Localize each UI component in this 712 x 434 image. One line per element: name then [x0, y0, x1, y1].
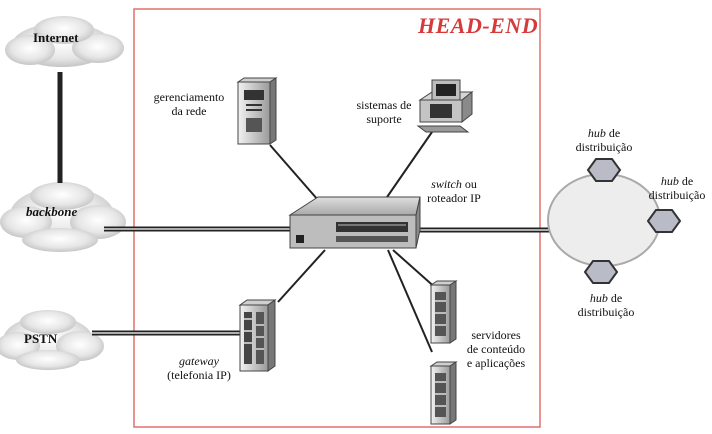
management-computer	[236, 77, 278, 145]
hub-right	[646, 209, 682, 233]
hub-top-label-line2: distribuição	[575, 140, 633, 154]
gateway-term: gateway	[179, 354, 219, 368]
hub-top-label: hub de distribuição	[568, 126, 640, 154]
hub-bottom-term: hub	[589, 291, 608, 305]
hub-bottom-label-line1: hub de	[570, 291, 642, 305]
switch-term: switch	[431, 177, 462, 191]
management-label-line1: gerenciamento	[153, 90, 225, 104]
switch-label-line2: roteador IP	[427, 191, 481, 205]
hub-bottom-label-line2: distribuição	[577, 305, 635, 319]
hub-bottom-label: hub de distribuição	[570, 291, 642, 319]
hub-right-label: hub de distribuição	[642, 174, 712, 202]
content-server-top	[429, 280, 458, 344]
servers-label-line1: servidores	[471, 328, 521, 342]
headend-boundary	[133, 8, 541, 428]
hub-top-term: hub	[587, 126, 606, 140]
switch-term-rest: ou	[461, 177, 477, 191]
switch-label-line1: switch ou	[412, 177, 496, 191]
switch-management-link	[269, 144, 319, 201]
pstn-cloud	[0, 310, 104, 370]
hub-right-label-line2: distribuição	[648, 188, 706, 202]
hub-right-label-line1: hub de	[642, 174, 712, 188]
switch-server2-link	[387, 249, 433, 353]
gateway-label: gateway (telefonia IP)	[158, 354, 240, 382]
hub-bottom	[583, 260, 619, 284]
support-label-line1: sistemas de	[356, 98, 412, 112]
backbone-label: backbone	[26, 204, 78, 219]
switch-gateway-link	[277, 249, 326, 303]
support-label-line2: suporte	[366, 112, 402, 126]
servers-label-line3: e aplicações	[466, 356, 526, 370]
switch-device	[288, 196, 421, 249]
switch-label: switch ou roteador IP	[412, 177, 496, 205]
support-workstation	[416, 79, 474, 133]
management-label-line2: da rede	[171, 104, 207, 118]
hub-top-suffix: de	[605, 126, 621, 140]
hub-top	[586, 158, 622, 182]
gateway-label-line2: (telefonia IP)	[167, 368, 231, 382]
hub-top-label-line1: hub de	[568, 126, 640, 140]
gateway-rack	[238, 299, 277, 372]
hub-right-suffix: de	[678, 174, 694, 188]
hub-bottom-suffix: de	[607, 291, 623, 305]
content-server-bottom	[429, 361, 458, 425]
pstn-label: PSTN	[24, 331, 58, 346]
support-label: sistemas de suporte	[346, 98, 422, 126]
switch-server1-link	[392, 249, 439, 291]
headend-title: HEAD-END	[418, 13, 539, 38]
management-label: gerenciamento da rede	[141, 90, 237, 118]
hub-right-term: hub	[660, 174, 679, 188]
internet-cloud	[5, 16, 124, 67]
internet-label: Internet	[33, 30, 79, 45]
servers-label-line2: de conteúdo	[466, 342, 526, 356]
switch-support-link	[384, 131, 433, 201]
servers-label: servidores de conteúdo e aplicações	[456, 328, 536, 370]
